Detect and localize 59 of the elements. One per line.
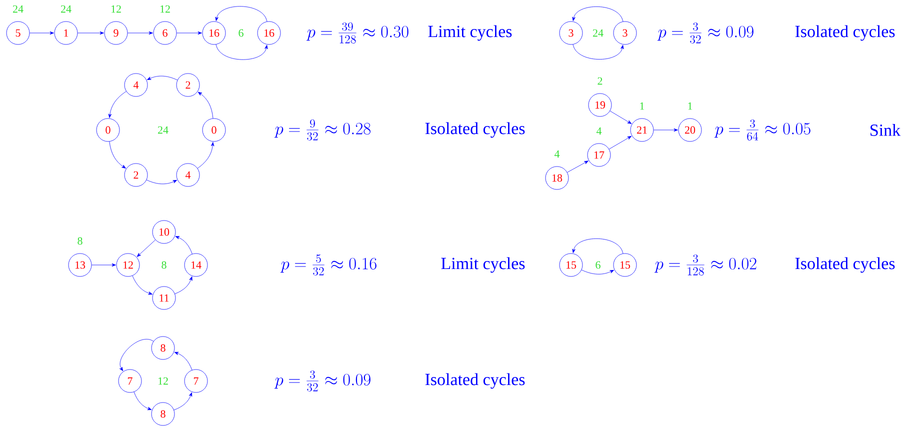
arrow	[610, 110, 632, 124]
arrow	[608, 136, 632, 150]
count-label: 6	[238, 29, 244, 37]
count-label: 1	[640, 102, 644, 110]
probability-formula: $p = \frac{3}{32} \approx 0.09$	[274, 370, 370, 392]
arrow	[174, 392, 192, 410]
arrow	[572, 238, 624, 254]
arrow	[174, 276, 192, 294]
arrow	[215, 6, 268, 22]
probability-formula: $p = \frac{9}{32} \approx 0.28$	[274, 120, 370, 140]
arrow	[108, 91, 126, 118]
arrow	[581, 270, 614, 274]
count-label: 12	[111, 5, 121, 13]
arrow	[132, 276, 152, 295]
count-label: 12	[158, 377, 168, 385]
count-label: 24	[158, 126, 168, 134]
arrow	[572, 6, 624, 22]
arrow	[654, 128, 678, 132]
count-label: 6	[596, 261, 600, 269]
attractor-type-label: Isolated cycles	[425, 373, 525, 389]
arrow	[78, 31, 104, 35]
count-label: 24	[13, 5, 24, 13]
arrow	[128, 31, 153, 35]
probability-formula: $p = \frac{3}{128} \approx 0.02$	[654, 254, 756, 276]
attractor-type-label: Limit cycles	[428, 25, 512, 41]
count-label: 8	[162, 261, 166, 269]
arrow	[567, 160, 588, 173]
arrow	[146, 76, 178, 80]
attractor-type-label: Sink	[870, 124, 901, 136]
count-label: 4	[554, 150, 560, 158]
probability-formula: $p = \frac{3}{64} \approx 0.05$	[714, 120, 810, 140]
attractor-type-label: Isolated cycles	[795, 257, 895, 273]
attractor-type-label: Limit cycles	[441, 257, 525, 273]
probability-formula: $p = \frac{3}{32} \approx 0.09$	[657, 22, 754, 44]
arrow	[109, 141, 126, 168]
arrow	[175, 236, 192, 254]
probability-formula: $p = \frac{5}{32} \approx 0.16$	[280, 254, 376, 276]
count-label: 4	[596, 127, 602, 135]
attractor-type-label: Isolated cycles	[795, 25, 895, 41]
count-label: 12	[160, 5, 170, 13]
arrow	[92, 263, 116, 267]
arrow	[197, 142, 214, 168]
probability-formula: $p = \frac{39}{128} \approx 0.30$	[306, 22, 408, 44]
arrow	[174, 352, 192, 370]
arrow	[216, 44, 268, 60]
arrow	[198, 92, 214, 119]
arrow	[146, 180, 178, 184]
attractor-type-label: Isolated cycles	[425, 122, 525, 138]
count-label: 8	[78, 237, 82, 245]
arrow	[134, 392, 152, 410]
count-label: 2	[598, 77, 602, 85]
count-label: 24	[61, 5, 72, 13]
arrow	[119, 339, 154, 372]
count-label: 24	[593, 29, 604, 37]
arrow	[572, 44, 624, 60]
count-label: 1	[688, 102, 692, 110]
arrow	[30, 31, 54, 35]
arrow	[176, 31, 202, 35]
arrow	[136, 240, 156, 257]
